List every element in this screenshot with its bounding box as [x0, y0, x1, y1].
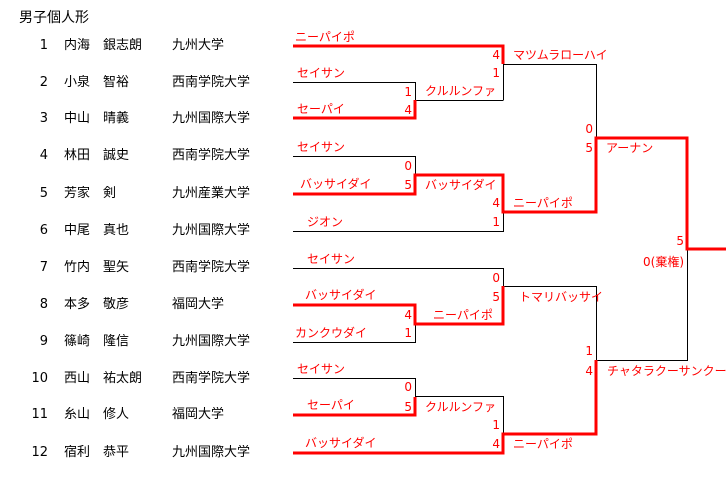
score: 0 [585, 122, 593, 136]
score: 5 [492, 290, 500, 304]
seed: 12 [31, 445, 48, 460]
seed: 8 [39, 297, 48, 312]
entry-label: セイサン [297, 362, 346, 376]
score: 0 [492, 271, 500, 285]
player-name: 糸山 修人 [64, 407, 130, 422]
player-row: 12 宿利 恭平 九州国際大学 [24, 445, 280, 461]
player-row: 9 篠崎 隆信 九州国際大学 [24, 334, 280, 350]
seed: 4 [39, 148, 48, 163]
player-name: 本多 敬彦 [64, 297, 130, 312]
score: 5 [585, 141, 593, 155]
seed: 2 [39, 75, 48, 90]
player-row: 10 西山 祐太朗 西南学院大学 [24, 371, 280, 387]
score-forfeit: 0(棄権) [643, 255, 684, 269]
entry-label: バッサイダイ [305, 288, 377, 302]
player-name: 竹内 聖矢 [64, 260, 130, 275]
score: 4 [492, 196, 500, 210]
entry-label: ジオン [307, 215, 344, 229]
player-name: 宿利 恭平 [64, 445, 130, 460]
seed: 10 [31, 371, 48, 386]
school: 西南学院大学 [172, 260, 251, 275]
score: 0 [404, 380, 412, 394]
school: 西南学院大学 [172, 75, 251, 90]
match-winner-label: ニーパイポ [433, 308, 493, 322]
school: 九州大学 [172, 38, 225, 53]
player-row: 2 小泉 智裕 西南学院大学 [24, 75, 280, 91]
player-row: 11 糸山 修人 福岡大学 [24, 407, 280, 423]
score: 4 [404, 103, 412, 117]
school: 九州産業大学 [172, 186, 251, 201]
entry-label: セイサン [307, 252, 356, 266]
score: 1 [492, 215, 500, 229]
match-winner-label: クルルンファ [425, 84, 497, 98]
match-winner-label: アーナン [606, 141, 654, 155]
school: 福岡大学 [172, 407, 225, 422]
score: 1 [404, 85, 412, 99]
entry-label: バッサイダイ [300, 177, 372, 191]
score: 5 [676, 234, 684, 248]
match-winner-label: ニーパイポ [513, 437, 573, 451]
player-name: 中尾 真也 [64, 223, 130, 238]
match-winner-label: マツムラローハイ [513, 48, 608, 62]
seed: 11 [31, 407, 48, 422]
seed: 3 [39, 111, 48, 126]
match-winner-label: クルルンファ [425, 400, 497, 414]
school: 九州国際大学 [172, 445, 251, 460]
entry-label: カンクウダイ [295, 326, 368, 340]
seed: 7 [39, 260, 48, 275]
player-row: 6 中尾 真也 九州国際大学 [24, 223, 280, 239]
player-name: 芳家 剣 [64, 186, 117, 201]
player-name: 小泉 智裕 [64, 75, 130, 90]
school: 西南学院大学 [172, 371, 251, 386]
seed: 1 [39, 38, 48, 53]
score: 5 [404, 178, 412, 192]
school: 西南学院大学 [172, 148, 251, 163]
score: 1 [492, 66, 500, 80]
score: 1 [404, 326, 412, 340]
entry-label: バッサイダイ [305, 436, 377, 450]
entry-label: ニーパイポ [295, 30, 355, 44]
entry-label: セイサン [297, 66, 346, 80]
score: 4 [492, 437, 500, 451]
seed: 5 [39, 186, 48, 201]
player-name: 内海 銀志朗 [64, 38, 143, 53]
player-row: 5 芳家 剣 九州産業大学 [24, 186, 280, 202]
player-row: 1 内海 銀志朗 九州大学 [24, 38, 280, 54]
school: 九州国際大学 [172, 111, 251, 126]
score: 0 [404, 159, 412, 173]
player-name: 西山 祐太朗 [64, 371, 143, 386]
player-row: 8 本多 敬彦 福岡大学 [24, 297, 280, 313]
player-row: 4 林田 誠史 西南学院大学 [24, 148, 280, 164]
score: 4 [585, 364, 593, 378]
match-winner-label: バッサイダイ [425, 178, 497, 192]
school: 福岡大学 [172, 297, 225, 312]
score: 1 [492, 418, 500, 432]
school: 九州国際大学 [172, 334, 251, 349]
score: 1 [585, 344, 593, 358]
match-winner-label: チャタラクーサンクー [607, 364, 726, 378]
score: 4 [404, 308, 412, 322]
entry-label: セーパイ [297, 102, 345, 116]
score: 5 [404, 400, 412, 414]
seed: 6 [39, 223, 48, 238]
page-title: 男子個人形 [19, 10, 89, 26]
entry-label: セイサン [297, 140, 346, 154]
entry-label: セーパイ [307, 398, 355, 412]
player-name: 中山 晴義 [64, 111, 130, 126]
player-row: 7 竹内 聖矢 西南学院大学 [24, 260, 280, 276]
match-winner-label: トマリバッサイ [519, 290, 604, 304]
seed: 9 [39, 334, 48, 349]
match-winner-label: ニーパイポ [513, 196, 573, 210]
player-row: 3 中山 晴義 九州国際大学 [24, 111, 280, 127]
player-name: 篠崎 隆信 [64, 334, 130, 349]
school: 九州国際大学 [172, 223, 251, 238]
player-name: 林田 誠史 [64, 148, 130, 163]
score: 4 [492, 48, 500, 62]
